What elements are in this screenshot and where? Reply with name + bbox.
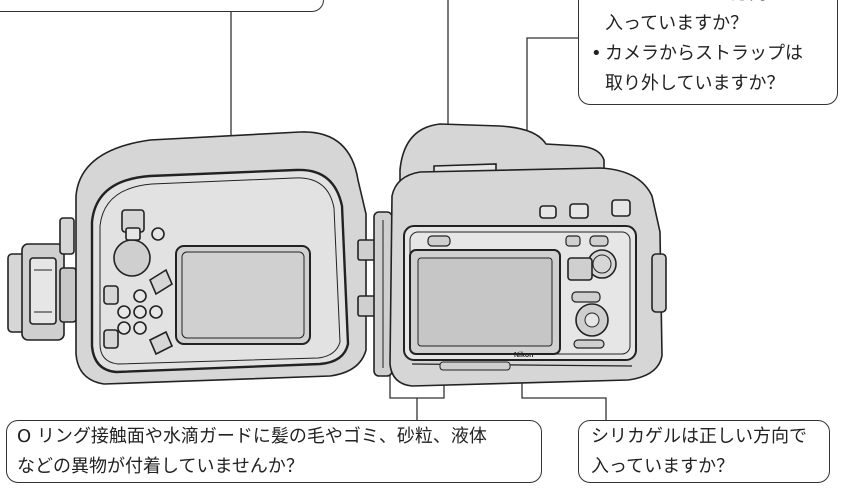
bullet-dot: • [591, 43, 602, 64]
silica-line1: シリカゲルは正しい方向で [591, 426, 807, 447]
callout-silica-check: シリカゲルは正しい方向で 入っていますか？ [578, 420, 830, 483]
door-dial [113, 239, 151, 277]
callout-camera-check: カメラは正しい方向で 入っていますか？ •カメラからストラップは 取り外していま… [578, 0, 838, 105]
strap-bullet-item: •カメラからストラップは [591, 39, 837, 69]
callout-oring-check: O リング接触面や水滴ガードに髪の毛やゴミ、砂粒、液体 などの異物が付着していま… [6, 420, 542, 483]
camera-direction-line2: 入っていますか？ [605, 13, 749, 34]
camera-brand-label: Nikon [514, 352, 533, 359]
housing-back-door [7, 131, 377, 385]
strap-line2: 取り外していますか？ [605, 73, 785, 94]
door-latch [7, 217, 77, 341]
housing-body [389, 123, 667, 387]
housing-hinge [373, 211, 393, 377]
strap-line1: カメラからストラップは [605, 43, 803, 64]
camera-direction-line1: カメラは正しい方向で [591, 0, 837, 9]
door-screen-window [175, 245, 311, 345]
callout-top-left [0, 0, 324, 12]
silica-line2: 入っていますか？ [591, 456, 735, 477]
door-button-cluster [117, 289, 163, 335]
oring-line1: O リング接触面や水滴ガードに髪の毛やゴミ、砂粒、液体 [17, 426, 487, 447]
oring-line2: などの異物が付着していませんか？ [17, 456, 304, 477]
